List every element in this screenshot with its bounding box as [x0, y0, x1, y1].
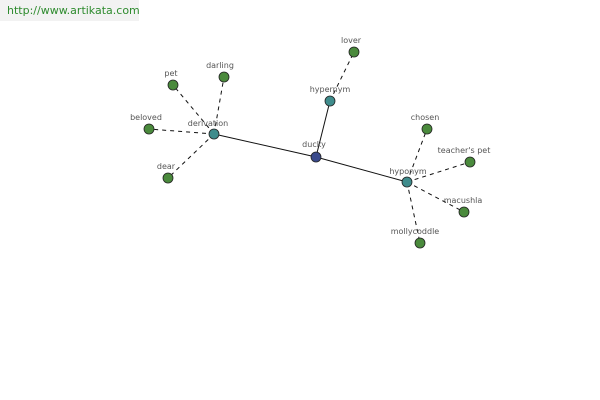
edge-hyponym-teachers_pet — [406, 161, 471, 183]
edge-ducky-hypernym — [315, 100, 331, 158]
node-chosen[interactable]: chosen — [411, 113, 440, 135]
node-mollycoddle[interactable]: mollycoddle — [391, 227, 440, 249]
node-beloved[interactable]: beloved — [130, 113, 162, 135]
node-label-dear: dear — [157, 162, 176, 171]
edge-derivation-beloved — [148, 128, 215, 135]
node-lover[interactable]: lover — [341, 36, 362, 58]
node-label-chosen: chosen — [411, 113, 440, 122]
edge-ducky-derivation — [213, 133, 317, 158]
node-label-derivation: derivation — [188, 119, 228, 128]
node-circle-darling[interactable] — [218, 71, 230, 83]
node-label-darling: darling — [206, 61, 234, 70]
node-label-hypernym: hypernym — [310, 85, 351, 94]
node-darling[interactable]: darling — [206, 61, 234, 83]
node-circle-pet[interactable] — [167, 79, 179, 91]
node-teachers_pet[interactable]: teacher's pet — [438, 146, 491, 168]
edge-hyponym-chosen — [406, 128, 428, 183]
node-circle-mollycoddle[interactable] — [414, 237, 426, 249]
node-circle-lover[interactable] — [348, 46, 360, 58]
node-circle-hyponym[interactable] — [401, 176, 413, 188]
edges-layer — [148, 51, 471, 244]
edge-derivation-darling — [213, 76, 225, 135]
node-label-beloved: beloved — [130, 113, 162, 122]
node-label-lover: lover — [341, 36, 362, 45]
edge-ducky-hyponym — [315, 156, 408, 183]
node-derivation[interactable]: derivation — [188, 119, 228, 140]
node-dear[interactable]: dear — [157, 162, 176, 184]
edge-hyponym-mollycoddle — [406, 181, 421, 244]
node-label-ducky: ducky — [302, 140, 326, 149]
edge-hyponym-macushla — [406, 181, 465, 213]
node-macushla[interactable]: macushla — [444, 196, 483, 218]
node-label-macushla: macushla — [444, 196, 483, 205]
edge-hypernym-lover — [329, 51, 355, 102]
node-label-teachers_pet: teacher's pet — [438, 146, 491, 155]
node-circle-dear[interactable] — [162, 172, 174, 184]
node-label-pet: pet — [164, 69, 177, 78]
node-hypernym[interactable]: hypernym — [310, 85, 351, 107]
nodes-layer: ducky hypernym derivation hyponym lover pet da… — [130, 36, 491, 249]
node-pet[interactable]: pet — [164, 69, 179, 91]
node-circle-hypernym[interactable] — [324, 95, 336, 107]
edge-derivation-dear — [167, 133, 215, 179]
node-circle-teachers_pet[interactable] — [464, 156, 476, 168]
node-circle-derivation[interactable] — [208, 128, 220, 140]
node-circle-chosen[interactable] — [421, 123, 433, 135]
node-label-hyponym: hyponym — [389, 167, 427, 176]
node-circle-beloved[interactable] — [143, 123, 155, 135]
node-hyponym[interactable]: hyponym — [389, 167, 427, 188]
node-ducky[interactable]: ducky — [302, 140, 326, 163]
node-circle-ducky[interactable] — [310, 151, 322, 163]
node-circle-macushla[interactable] — [458, 206, 470, 218]
node-label-mollycoddle: mollycoddle — [391, 227, 440, 236]
edge-derivation-pet — [172, 84, 215, 135]
source-url-link[interactable]: http://www.artikata.com — [0, 0, 140, 21]
